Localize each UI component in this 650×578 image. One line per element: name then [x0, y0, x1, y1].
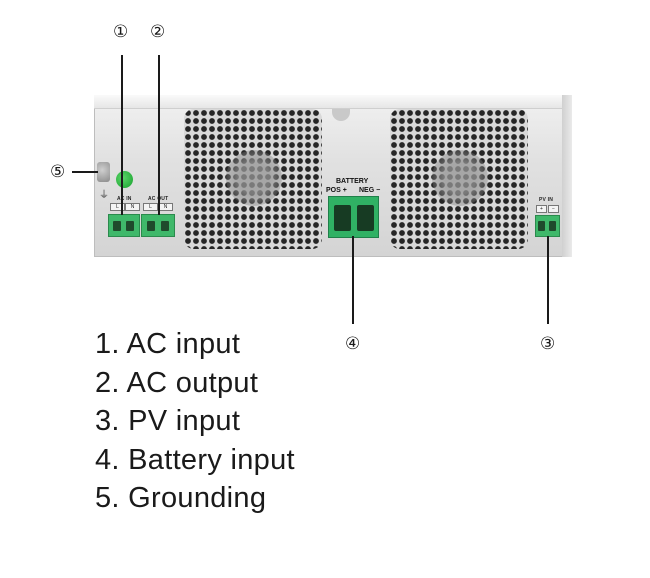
callout-4: ④ [345, 334, 361, 354]
terminal-slot [147, 221, 155, 231]
leader-line-3 [547, 236, 549, 324]
legend-item: 2. AC output [95, 366, 259, 399]
callout-3: ③ [540, 334, 556, 354]
fan-grill-icon-left [184, 109, 322, 249]
chassis-notch [332, 109, 350, 121]
terminal-slot [113, 221, 121, 231]
battery-pos-screw [334, 205, 351, 231]
battery-terminal [328, 196, 379, 238]
legend-list: 1. AC input 2. AC output 3. PV input 4. … [95, 325, 295, 518]
legend-item: 3. PV input [95, 405, 241, 437]
fan-hub-right [432, 150, 488, 206]
callout-5: ⑤ [50, 162, 66, 182]
leader-line-4 [352, 236, 354, 324]
legend-item: 5. Grounding [95, 482, 267, 514]
battery-pos-label: POS + [326, 187, 347, 194]
pv-input-terminal [535, 215, 560, 237]
callout-2: ② [150, 22, 166, 42]
terminal-slot [538, 221, 545, 231]
chassis-top-band [94, 95, 572, 109]
ac-in-label: AC IN [117, 196, 132, 202]
leader-line-1 [121, 55, 123, 215]
pv-minus-label: − [548, 205, 559, 213]
ac-input-terminal [108, 214, 140, 237]
fan-hub-left [226, 150, 282, 206]
ac-in-l-label: L [110, 203, 125, 211]
legend-item: 4. Battery input [95, 443, 295, 476]
leader-line-2 [158, 55, 160, 215]
ac-in-n-label: N [125, 203, 140, 211]
battery-label: BATTERY [336, 178, 369, 185]
legend-item: 1. AC input [95, 328, 241, 360]
ground-icon: ⏚ [99, 190, 109, 201]
ac-output-terminal [141, 214, 175, 237]
ac-out-n-label: N [158, 203, 173, 211]
terminal-slot [126, 221, 134, 231]
battery-neg-screw [357, 205, 374, 231]
terminal-slot [549, 221, 556, 231]
led-indicator [116, 171, 133, 188]
pv-in-label: PV IN [539, 197, 554, 203]
chassis-right-edge [562, 95, 572, 257]
battery-neg-label: NEG − [359, 187, 381, 194]
leader-line-5 [72, 171, 98, 173]
terminal-slot [161, 221, 169, 231]
pv-plus-label: + [536, 205, 547, 213]
grounding-screw [97, 162, 110, 182]
ac-out-l-label: L [143, 203, 158, 211]
callout-1: ① [113, 22, 129, 42]
